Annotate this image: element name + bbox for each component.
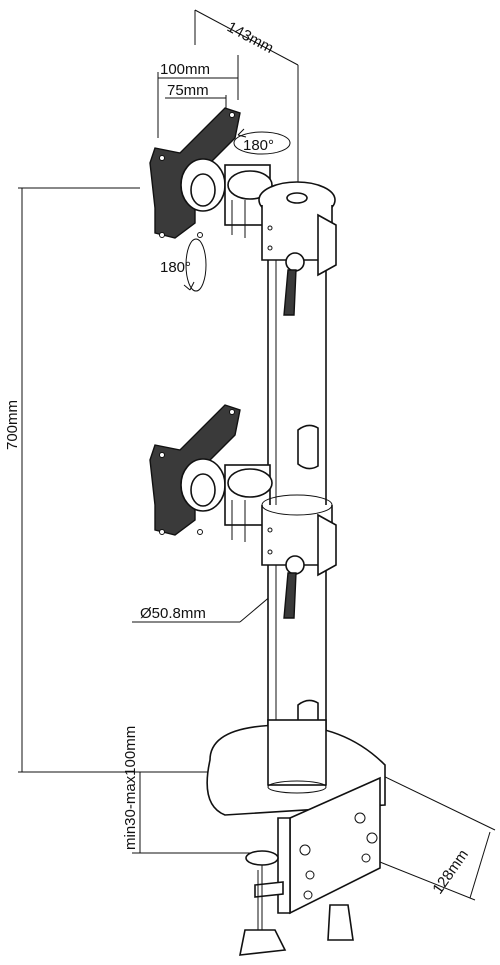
dimension-700mm: 700mm <box>4 187 210 773</box>
rotation-top-label: 180° <box>243 137 274 154</box>
dim-100-label: 100mm <box>160 61 210 78</box>
dim-75-label: 75mm <box>167 82 209 99</box>
dim-700-label: 700mm <box>4 400 21 450</box>
rotation-side-label: 180° <box>160 259 191 276</box>
desk-clamp <box>239 776 381 956</box>
rotation-indicator-top: 180° <box>233 128 291 155</box>
dim-128-label: 128mm <box>429 847 472 898</box>
cable-slot-upper <box>297 424 319 470</box>
dimension-100mm: 100mm <box>157 55 239 138</box>
clamp-pad <box>245 850 279 866</box>
dimension-clamp-range: min30-max100mm <box>122 726 252 854</box>
pole-diameter-label: Ø50.8mm <box>140 605 206 622</box>
lower-arm-assembly <box>149 404 337 619</box>
pole <box>267 194 327 786</box>
clamp-range-label: min30-max100mm <box>122 726 139 850</box>
clamp-knob <box>239 929 287 956</box>
dimension-pole-diameter: Ø50.8mm <box>132 594 273 623</box>
dimension-75mm: 75mm <box>165 82 227 118</box>
base-plate <box>206 719 386 816</box>
lever-lower <box>283 572 297 619</box>
dim-143-label: 143mm <box>224 19 276 57</box>
rotation-indicator-side: 180° <box>160 238 207 292</box>
lever-upper <box>283 269 297 316</box>
upper-arm-assembly <box>149 107 337 316</box>
dimension-128mm: 128mm <box>374 771 496 901</box>
